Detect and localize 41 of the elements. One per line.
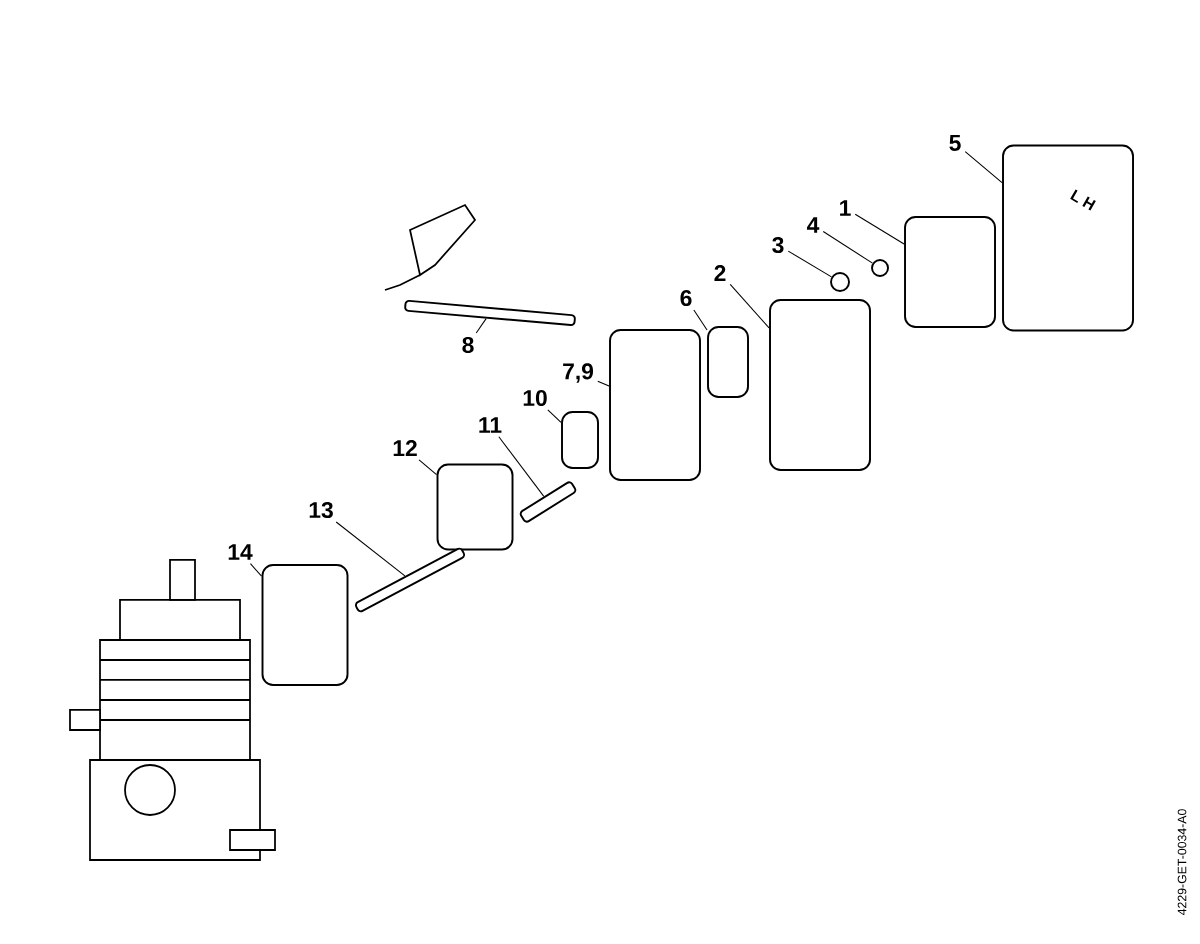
leader-line — [964, 151, 1003, 184]
callout-number: 6 — [680, 289, 692, 307]
callout-number: 7,9 — [563, 363, 594, 383]
callout-number: 2 — [714, 265, 726, 281]
carburetor — [609, 329, 701, 481]
gasket — [561, 411, 599, 469]
callout-number: 10 — [523, 389, 547, 407]
bolt — [354, 547, 466, 613]
leader-line — [418, 459, 438, 476]
gasket-plate — [261, 564, 349, 686]
callout-number: 5 — [949, 135, 961, 151]
callout-number: 11 — [479, 417, 502, 433]
drawing-number: 4229-GET-0034-A0 — [1177, 809, 1187, 916]
callout-number: 4 — [807, 217, 820, 233]
nut — [871, 259, 889, 277]
leader-line — [498, 436, 545, 497]
gasket — [707, 326, 749, 398]
callout-number: 3 — [772, 236, 784, 254]
leader-line — [597, 380, 610, 387]
screw — [519, 481, 577, 523]
wire-rod — [404, 299, 576, 327]
leader-line — [693, 309, 708, 331]
part-marking: L H — [1070, 189, 1096, 211]
bushing — [830, 272, 850, 292]
filter-housing — [769, 299, 871, 471]
leader-line — [547, 409, 562, 423]
callout-number: 13 — [309, 501, 333, 519]
flange — [436, 463, 514, 551]
leader-line — [854, 213, 905, 245]
air-filter — [904, 216, 996, 328]
leader-line — [249, 563, 263, 577]
callout-number: 12 — [393, 440, 417, 456]
leader-line — [335, 521, 406, 577]
leader-line — [475, 318, 487, 334]
callout-number: 1 — [840, 200, 851, 216]
callout-number: 14 — [228, 544, 253, 560]
leader-line — [729, 283, 770, 329]
callout-number: 8 — [462, 336, 474, 354]
leader-line — [787, 250, 832, 278]
leader-line — [822, 231, 873, 264]
air-filter-cover — [1002, 144, 1134, 332]
